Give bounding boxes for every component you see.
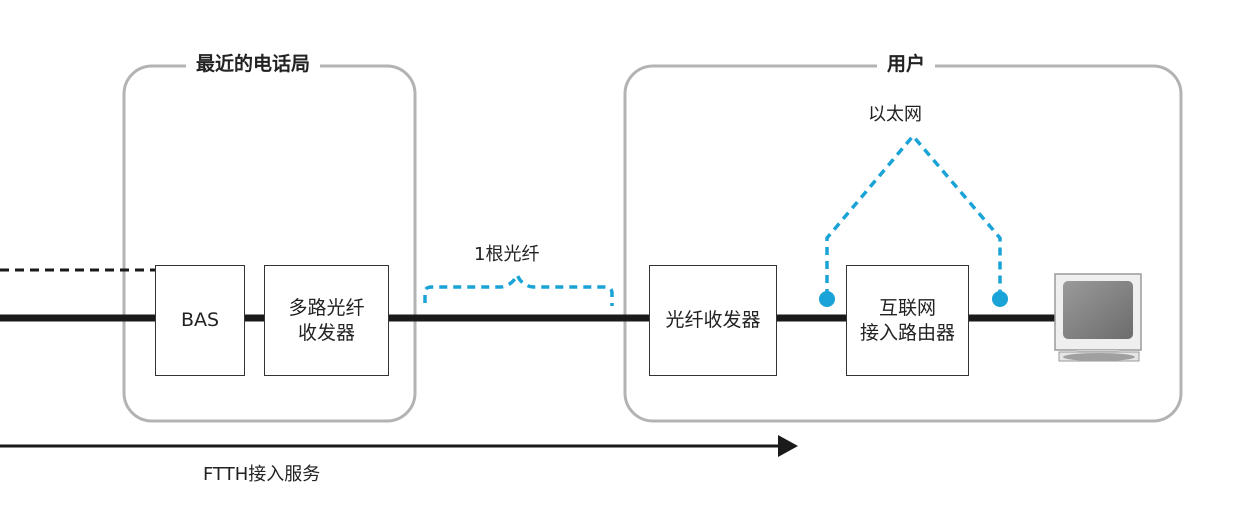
service-label: FTTH接入服务 [203,464,321,485]
mux-label-line1: 多路光纤 [288,296,365,319]
fiber-annotation: 1根光纤 [474,244,540,265]
office-group-title: 最近的电话局 [186,52,321,76]
ethernet-port-left [819,291,835,307]
fiber-transceiver-box: 光纤收发器 [649,265,777,376]
transceiver-label: 光纤收发器 [665,309,761,331]
ethernet-annotation: 以太网 [868,104,922,125]
mux-label-line2: 收发器 [297,321,355,344]
bas-box: BAS [155,265,245,376]
router-label-line2: 接入路由器 [859,321,955,344]
user-group-title: 用户 [877,52,936,76]
router-box: 互联网 接入路由器 [846,265,969,376]
service-arrow-head [778,435,798,457]
mux-transceiver-box: 多路光纤 收发器 [264,265,389,376]
ethernet-port-right [992,291,1008,307]
bas-label: BAS [180,309,220,331]
fiber-brace [423,271,614,306]
computer-monitor-icon [1054,273,1142,362]
router-label-line1: 互联网 [878,296,936,319]
